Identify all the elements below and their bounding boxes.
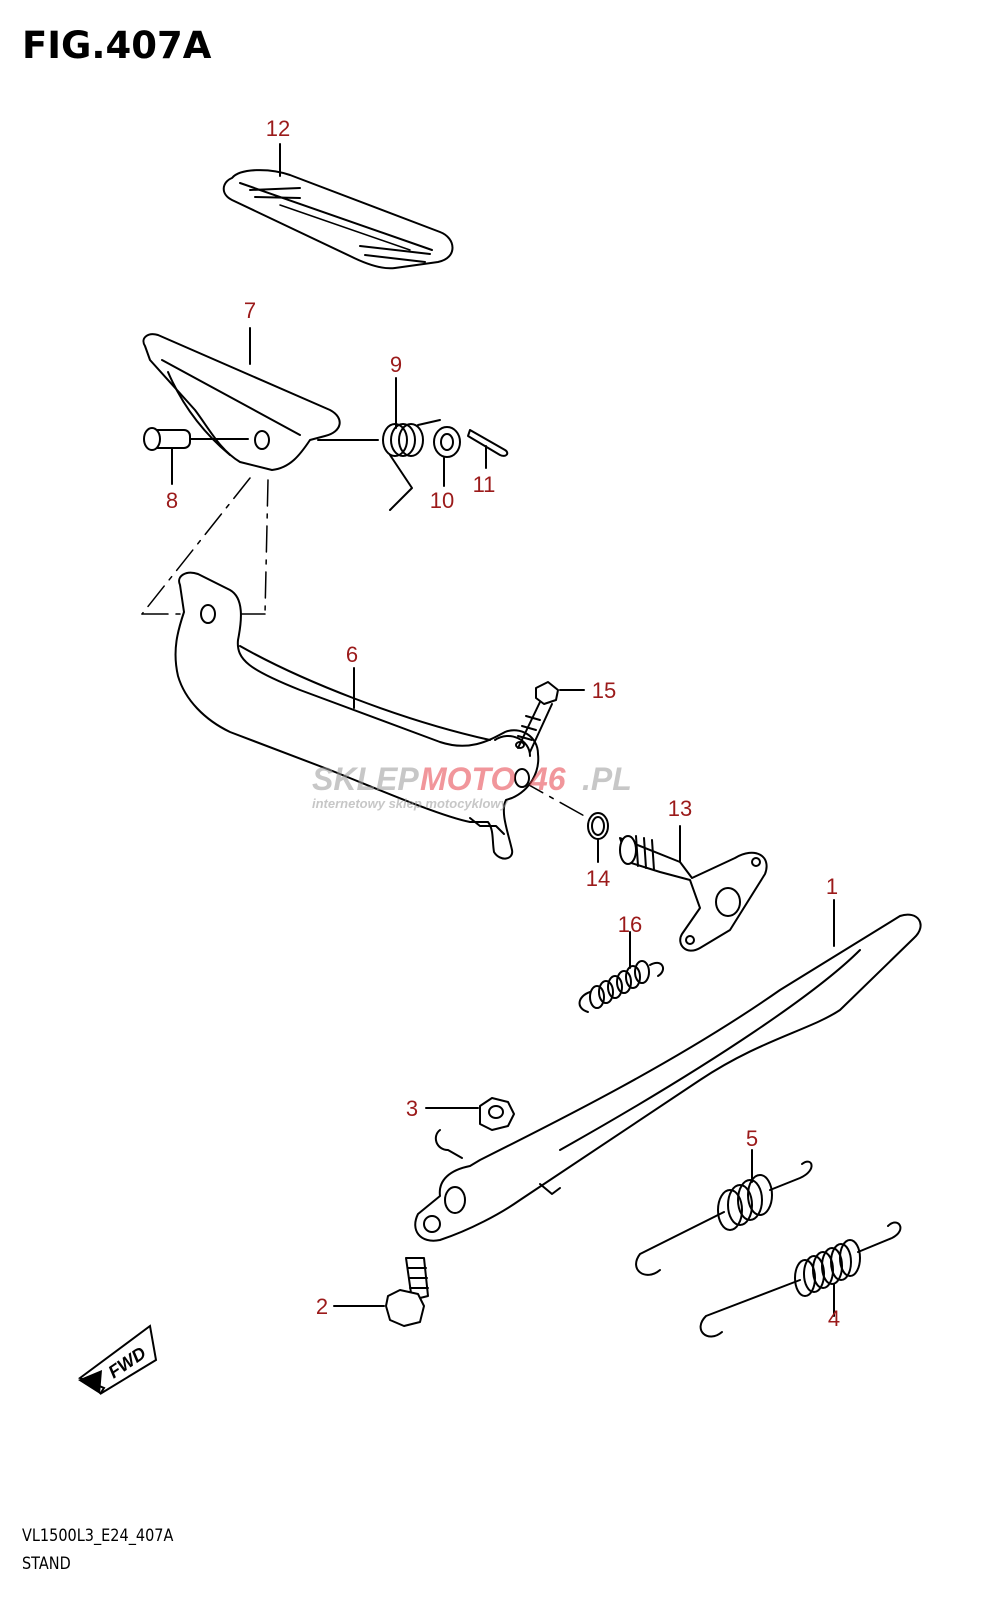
watermark-tagline: internetowy sklep motocyklowy [312,796,509,811]
part-label-12[interactable]: 12 [266,116,290,141]
pivot-bolt[interactable] [333,1257,429,1327]
clevis-pin[interactable] [143,427,249,451]
footrest-pad[interactable] [222,169,454,270]
part-label-16[interactable]: 16 [618,912,642,937]
pedal-return-spring[interactable] [578,931,665,1013]
pedal-shaft[interactable] [619,825,768,952]
part-label-1[interactable]: 1 [826,874,838,899]
o-ring[interactable] [587,812,609,863]
part-label-7[interactable]: 7 [244,298,256,323]
part-label-14[interactable]: 14 [586,866,610,891]
part-label-5[interactable]: 5 [746,1126,758,1151]
watermark-brand-left: SKLEP [312,761,419,797]
stand-spring-inner[interactable] [699,1221,902,1338]
washer[interactable] [433,426,461,458]
brake-pedal-arm[interactable] [174,571,540,860]
part-label-10[interactable]: 10 [430,488,454,513]
part-label-3[interactable]: 3 [406,1096,418,1121]
watermark-brand-tld: .PL [582,761,632,797]
hex-nut[interactable] [425,1097,515,1131]
stand-spring-outer[interactable] [635,1149,813,1276]
footer: VL1500L3_E24_407A STAND [22,1522,200,1578]
fwd-arrow-icon: FWD [77,1324,158,1395]
part-label-15[interactable]: 15 [592,678,616,703]
cotter-pin[interactable] [467,429,509,457]
watermark-brand-mid: MOTO [420,761,516,797]
part-label-9[interactable]: 9 [390,352,402,377]
part-label-2[interactable]: 2 [316,1294,328,1319]
part-label-6[interactable]: 6 [346,642,358,667]
section-name: STAND [22,1554,71,1574]
figure-title: FIG.407A [22,24,212,67]
part-label-4[interactable]: 4 [828,1306,840,1331]
watermark-brand-num: 46 [529,761,566,797]
part-label-11[interactable]: 11 [473,472,496,497]
part-label-8[interactable]: 8 [166,488,178,513]
part-label-13[interactable]: 13 [668,796,692,821]
watermark: SKLEP MOTO 46 .PL internetowy sklep moto… [312,761,632,811]
pinch-bolt[interactable] [517,681,585,753]
side-stand[interactable] [414,899,922,1242]
torsion-spring[interactable] [317,419,441,511]
model-code: VL1500L3_E24_407A [22,1526,174,1546]
brake-pedal-pad[interactable] [142,333,341,471]
